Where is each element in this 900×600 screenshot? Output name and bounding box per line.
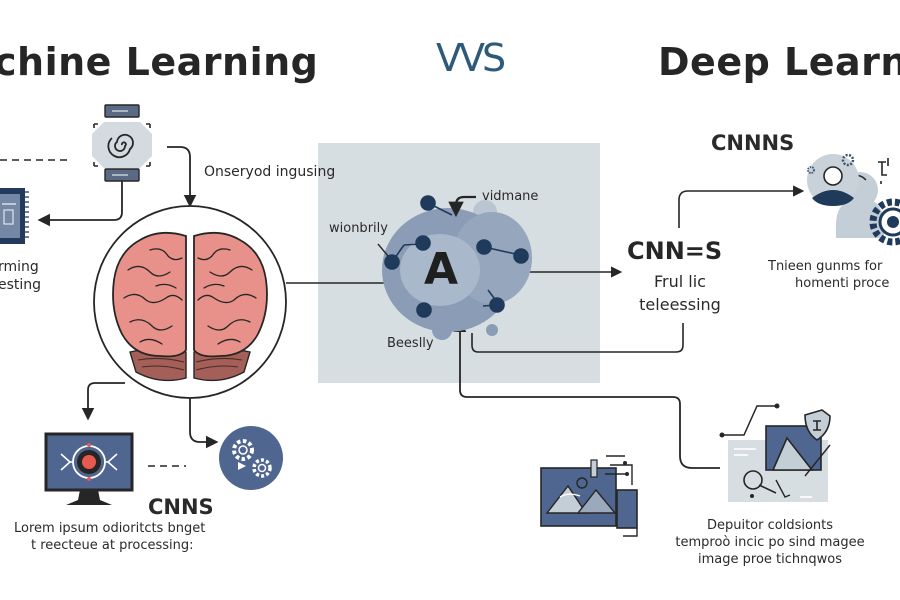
- core-label-left: wionbrily: [329, 221, 388, 236]
- arrow-brain-to-gears: [189, 398, 219, 449]
- vs-label: VVS: [436, 36, 506, 80]
- core-label-bottom: Beeslly: [387, 336, 434, 351]
- image-caption-line3: image proe tichnqwos: [698, 552, 842, 567]
- network-nodes: [384, 195, 529, 318]
- arrow-spiral-to-brain: [167, 146, 197, 208]
- people-gears-icon: [807, 153, 900, 246]
- connector-cnn-to-core-loop: [471, 323, 684, 353]
- monitor-target-icon: [44, 432, 134, 505]
- chip-caption-line1: rming: [0, 259, 39, 275]
- landscape-image-icon: [540, 455, 638, 537]
- input-label: Onseryod ingusing: [204, 164, 336, 180]
- core-label-top: vidmane: [482, 189, 539, 204]
- cnn-sub-line2: teleessing: [639, 295, 721, 314]
- cnn-heading: CNN=S: [627, 237, 723, 265]
- arrow-brain-to-monitor: [81, 382, 125, 421]
- chip-icon: [0, 188, 29, 244]
- bottom-left-caption-line1: Lorem ipsum odioritcts bnget: [14, 521, 206, 536]
- neural-core-blob: [382, 200, 532, 340]
- bottom-left-caption-line2: t reecteue at processing:: [31, 538, 194, 553]
- right-top-heading: CNNNS: [711, 131, 795, 155]
- pointer-left-label: [377, 243, 389, 257]
- left-title: chine Learning: [0, 40, 319, 84]
- people-caption-line1: Tnieen gunms for: [768, 259, 883, 274]
- right-title: Deep Learni: [658, 40, 900, 84]
- image-caption-line1: Depuitor coldsionts: [706, 518, 834, 533]
- people-caption-line2: homenti proce: [795, 276, 890, 291]
- core-letter: A: [424, 244, 459, 295]
- arrow-cnn-to-people: [678, 185, 805, 228]
- arrow-image-to-core: [453, 319, 720, 469]
- spiral-processor-icon: [92, 104, 152, 182]
- image-caption-line2: temproò incic po sind magee: [675, 535, 865, 550]
- image-analysis-icon: [719, 403, 831, 502]
- gears-icon: [219, 426, 283, 490]
- chip-caption-line2: esting: [0, 277, 42, 293]
- cnn-sub-line1: Frul lic: [654, 272, 706, 291]
- arrow-label-to-core: [448, 195, 476, 218]
- arrow-spiral-to-chip: [37, 180, 123, 227]
- brain-illustration: [93, 205, 287, 399]
- bottom-left-heading: CNNS: [148, 495, 214, 519]
